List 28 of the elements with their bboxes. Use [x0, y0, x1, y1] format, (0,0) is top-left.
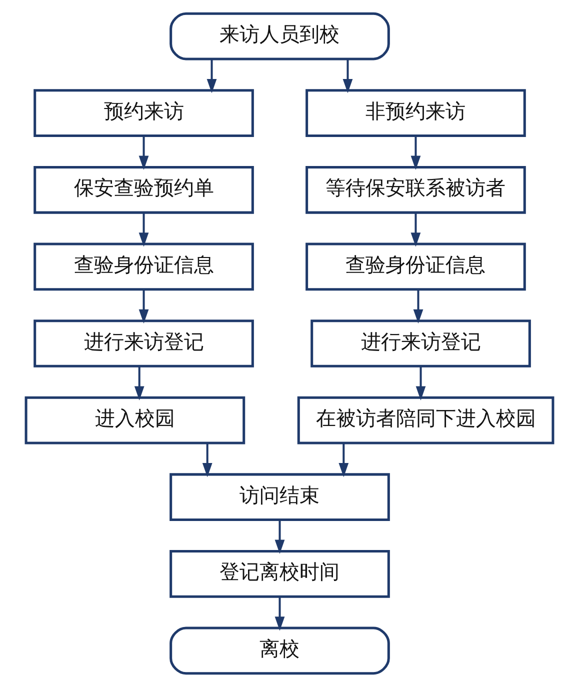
arrow — [202, 443, 212, 478]
node-box: 离校 — [169, 626, 390, 675]
arrow — [342, 59, 352, 94]
arrow — [138, 136, 148, 170]
node-box: 访问结束 — [169, 473, 390, 522]
arrow — [338, 443, 348, 478]
node-box: 预约来访 — [33, 89, 254, 137]
node-box: 进入校园 — [24, 396, 245, 444]
node-box: 查验身份证信息 — [33, 242, 254, 291]
arrow — [138, 290, 148, 324]
node-box: 进行来访登记 — [310, 320, 530, 368]
node-box: 非预约来访 — [305, 89, 526, 137]
arrow — [410, 212, 420, 247]
arrow — [138, 212, 148, 247]
arrow — [412, 290, 423, 324]
node-box: 等待保安联系被访者 — [305, 166, 526, 214]
node-box: 查验身份证信息 — [305, 242, 526, 291]
arrow — [134, 366, 144, 400]
node-box: 登记离校时间 — [169, 550, 390, 598]
arrow — [410, 136, 420, 170]
arrow — [415, 366, 426, 400]
node-box: 来访人员到校 — [169, 12, 390, 60]
node-box: 在被访者陪同下进入校园 — [296, 396, 554, 444]
arrow — [274, 596, 284, 631]
arrow — [274, 520, 284, 554]
arrow — [206, 59, 216, 94]
node-box: 保安查验预约单 — [33, 166, 254, 214]
node-box: 进行来访登记 — [33, 320, 254, 368]
